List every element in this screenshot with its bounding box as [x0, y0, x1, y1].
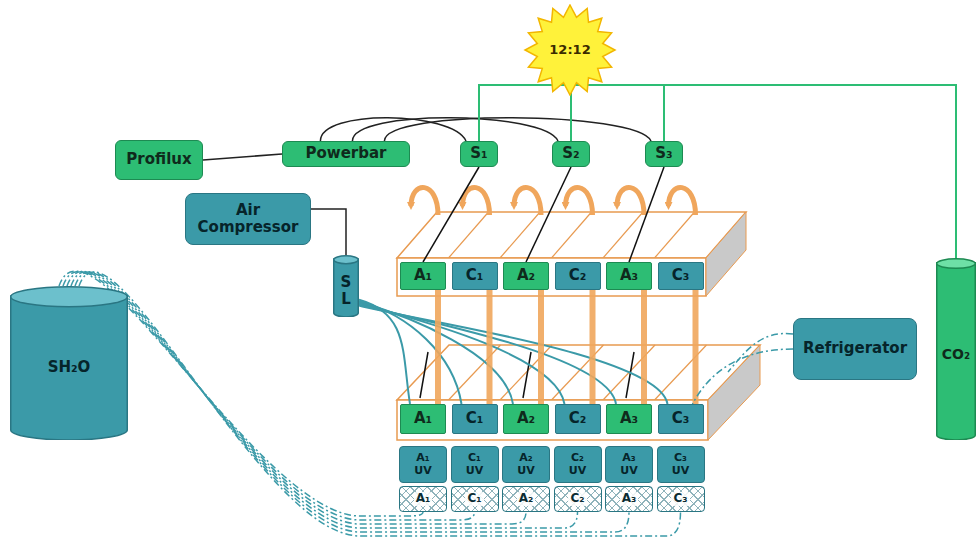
node-text: C₃ — [671, 492, 689, 506]
node-text: A₃ — [620, 492, 639, 506]
node-text: S₁ — [470, 145, 487, 162]
node-text: S₃ — [655, 145, 672, 162]
filter-mesh-box: A₁ — [399, 486, 447, 512]
node-text: A₃ UV — [614, 452, 644, 477]
lower-tank-front — [397, 400, 708, 440]
tank-label: A₃ — [606, 404, 652, 434]
node-text: C₃ — [672, 410, 690, 427]
tank-label: C₃ — [658, 262, 704, 290]
node-text: C₁ — [466, 410, 484, 427]
uv-filter-box: C₂ UV — [554, 446, 602, 483]
cylinder-tank: SH₂O — [10, 286, 128, 440]
node-text: A₃ — [620, 410, 638, 427]
node-text: C₁ — [465, 492, 483, 506]
upper-tank-side — [706, 212, 746, 296]
gas-cylinder: CO₂ — [936, 258, 976, 440]
connector — [423, 167, 479, 262]
connector — [203, 154, 282, 160]
tank-label: C₂ — [555, 404, 601, 434]
tank-label: C₃ — [658, 404, 704, 434]
node-text: S₂ — [562, 145, 579, 162]
node-text: A₁ — [414, 492, 433, 506]
connector — [71, 272, 578, 528]
node-text: A₂ — [517, 492, 536, 506]
connector — [479, 85, 956, 258]
tank-label: A₁ — [400, 262, 446, 290]
uv-filter-box: A₂ UV — [502, 446, 550, 483]
node-text: A₃ — [620, 267, 638, 284]
node-text: A₂ — [517, 410, 535, 427]
node-text: A₂ — [517, 267, 535, 284]
node-text: Refrigerator — [803, 340, 907, 357]
filter-mesh-box: C₁ — [451, 486, 499, 512]
connector — [311, 209, 346, 255]
connector — [590, 290, 596, 404]
node-text: SH₂O — [48, 359, 91, 376]
filter-mesh-box: A₂ — [502, 486, 550, 512]
connector — [571, 85, 956, 258]
tank-label: A₂ — [503, 262, 549, 290]
connector — [664, 85, 956, 258]
connector — [359, 306, 668, 404]
tank-label: C₁ — [452, 404, 498, 434]
node-text: C₂ — [569, 410, 587, 427]
connector — [359, 303, 565, 404]
upper-tank-dividers — [449, 212, 695, 258]
connector — [384, 118, 651, 141]
node-text: A₁ — [414, 410, 432, 427]
uv-filter-box: C₃ UV — [657, 446, 705, 483]
uv-filter-box: C₁ UV — [451, 446, 499, 483]
tank-label: A₂ — [503, 404, 549, 434]
node-text: 12:12 — [549, 43, 590, 58]
connector — [538, 290, 544, 404]
connector — [487, 290, 493, 404]
tank-label: A₃ — [606, 262, 652, 290]
light-cycle-star: 12:12 — [522, 4, 618, 96]
connector — [641, 290, 647, 404]
connector — [435, 290, 441, 404]
node-text: A₁ UV — [408, 452, 438, 477]
node-text: A₂ UV — [511, 452, 541, 477]
connector — [693, 290, 699, 404]
node-text: S L — [340, 274, 352, 309]
upper-tank-top — [397, 212, 746, 258]
control-box: S₂ — [552, 141, 590, 167]
connector — [629, 167, 664, 262]
node-text: C₃ — [672, 267, 690, 284]
uv-filter-box: A₃ UV — [605, 446, 653, 483]
node-text: Powerbar — [306, 145, 387, 162]
connector — [79, 272, 681, 536]
node-text: C₂ — [569, 267, 587, 284]
connector — [693, 349, 794, 404]
node-text: CO₂ — [942, 346, 970, 362]
control-box: S₁ — [460, 141, 498, 167]
filter-mesh-box: C₂ — [554, 486, 602, 512]
equipment-box: Refrigerator — [793, 318, 917, 380]
node-text: Profilux — [126, 151, 191, 168]
control-box: Powerbar — [282, 141, 410, 167]
node-text: C₁ UV — [460, 452, 490, 477]
tank-label: A₁ — [400, 404, 446, 434]
filter-mesh-box: C₃ — [657, 486, 705, 512]
upper-tank-front — [397, 258, 706, 296]
uv-filter-box: A₁ UV — [399, 446, 447, 483]
node-text: C₃ UV — [666, 452, 696, 477]
node-text: C₁ — [466, 267, 484, 284]
tank-label: C₁ — [452, 262, 498, 290]
lower-tank-side — [708, 345, 760, 440]
cylinder-tank: S L — [333, 255, 359, 317]
node-text: C₂ UV — [563, 452, 593, 477]
filter-mesh-box: A₃ — [605, 486, 653, 512]
control-box: S₃ — [645, 141, 683, 167]
node-text: A₁ — [414, 267, 432, 284]
tank-label: C₂ — [555, 262, 601, 290]
equipment-box: Air Compressor — [185, 193, 311, 245]
node-text: Air Compressor — [186, 202, 310, 237]
connector — [526, 167, 571, 262]
node-text: C₂ — [568, 492, 586, 506]
connector — [352, 118, 558, 141]
control-box: Profilux — [115, 140, 203, 180]
